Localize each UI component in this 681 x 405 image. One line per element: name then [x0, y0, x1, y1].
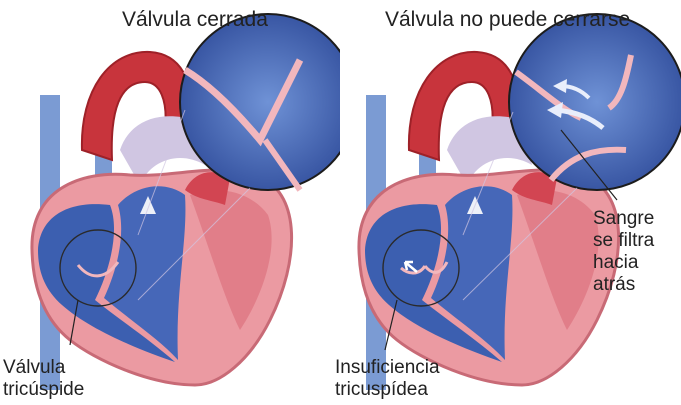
- zoom-circle: [509, 14, 681, 190]
- open-valve-title: Válvula no puede cerrarse: [385, 9, 630, 30]
- closed-valve-panel: Válvula cerrada Válvula tricúspide: [0, 0, 340, 405]
- zoom-circle: [180, 14, 340, 190]
- closed-valve-title: Válvula cerrada: [122, 9, 268, 30]
- tricuspid-callout-line2: tricúspide: [3, 379, 84, 400]
- regurgitation-callout-line1: Insuficiencia: [335, 357, 440, 378]
- leaking-valve-illustration: [341, 0, 681, 405]
- regurgitation-callout-line2: tricuspídea: [335, 379, 428, 400]
- closed-valve-illustration: [0, 0, 340, 405]
- backflow-callout-line1: Sangre: [593, 208, 654, 229]
- magnified-view: [180, 14, 340, 190]
- tricuspid-callout-line1: Válvula: [3, 357, 65, 378]
- backflow-callout-line4: atrás: [593, 274, 635, 295]
- open-valve-panel: Válvula no puede cerrarse Sangre se filt…: [341, 0, 681, 405]
- backflow-callout-line2: se filtra: [593, 230, 654, 251]
- magnified-view: [509, 14, 681, 190]
- backflow-callout-line3: hacia: [593, 252, 638, 273]
